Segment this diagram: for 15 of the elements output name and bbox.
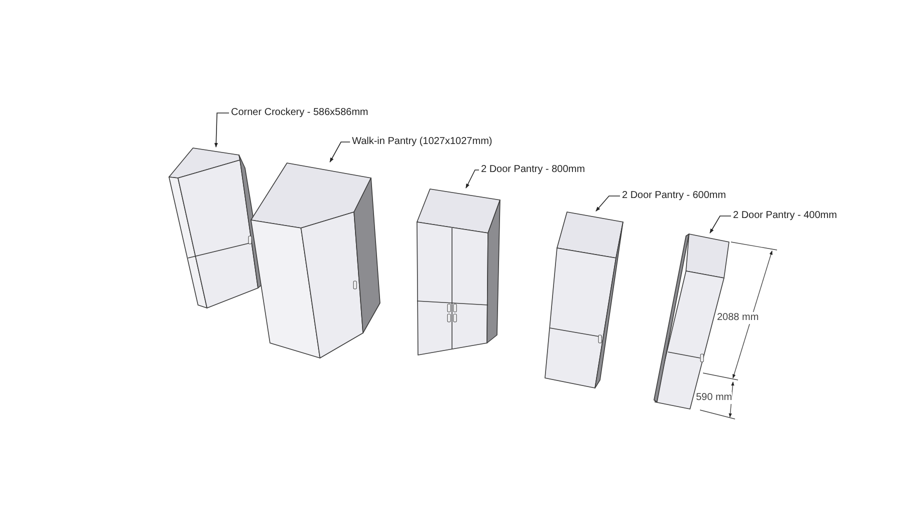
cabinet-drawing <box>416 188 501 356</box>
leader-line <box>466 170 480 189</box>
cabinet-drawing <box>250 162 381 359</box>
dimension-label: 590 mm <box>696 392 732 404</box>
dimension-label: 2088 mm <box>717 312 759 324</box>
cabinet-label: 2 Door Pantry - 800mm <box>481 164 585 176</box>
cabinet-label: 2 Door Pantry - 400mm <box>733 210 837 222</box>
leader-line <box>330 142 350 163</box>
leader-line <box>214 112 230 148</box>
leader-line <box>710 216 732 234</box>
cabinet-drawing <box>544 211 624 389</box>
cabinet-label: Walk-in Pantry (1027x1027mm) <box>352 136 492 148</box>
cabinet-label: 2 Door Pantry - 600mm <box>622 190 726 202</box>
leader-line <box>596 196 620 212</box>
cabinet-label: Corner Crockery - 586x586mm <box>231 107 368 119</box>
